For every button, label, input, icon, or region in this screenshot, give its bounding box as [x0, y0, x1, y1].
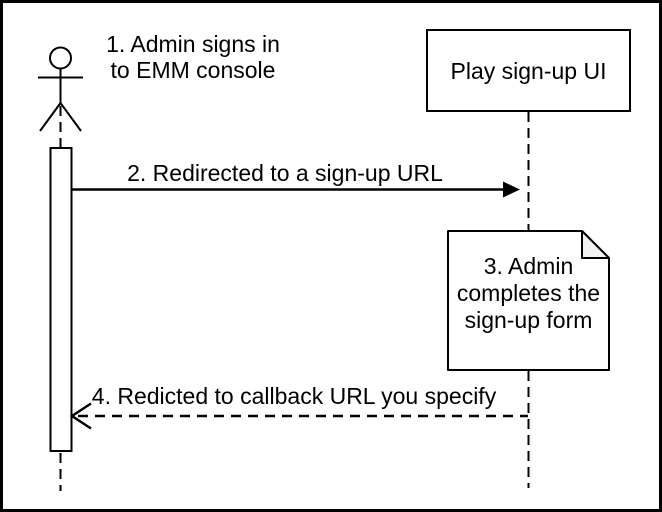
play-signup-ui-box [426, 29, 631, 112]
note-fold-corner [581, 230, 610, 259]
admin-activation-bar [49, 147, 73, 452]
message-4-arrow [69, 402, 528, 430]
note-body [447, 230, 610, 371]
message-4-open-arrowhead-icon [69, 402, 92, 430]
admin-actor-figure [38, 46, 83, 132]
message-2-arrow [71, 181, 520, 198]
note-label: 3. Admin completes the sign-up form [456, 253, 601, 333]
actor-head [49, 46, 72, 70]
note-shape [447, 230, 610, 371]
message-2-label: 2. Redirected to a sign-up URL [127, 160, 443, 186]
actor-leg-right [59, 102, 82, 132]
message-2-arrowhead-icon [503, 181, 520, 198]
actor-leg-left [39, 102, 62, 132]
message-1-label: 1. Admin signs in to EMM console [106, 31, 280, 83]
message-4-label: 4. Redicted to callback URL you specify [91, 383, 497, 409]
play-signup-ui-label: Play sign-up UI [450, 57, 607, 84]
